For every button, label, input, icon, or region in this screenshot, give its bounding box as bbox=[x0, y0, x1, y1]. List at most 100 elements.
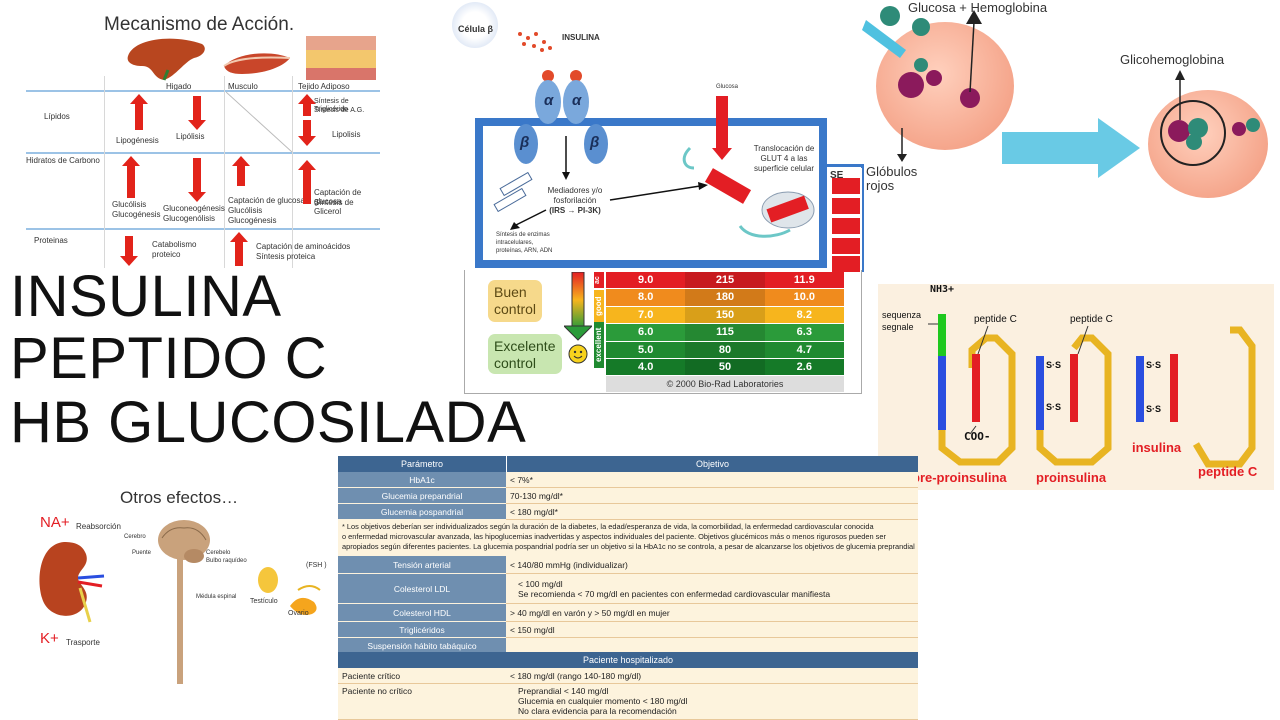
gonads-icon bbox=[258, 567, 321, 615]
transform-arrow-icon bbox=[1002, 118, 1140, 178]
title-line-peptido: PEPTIDO C bbox=[10, 326, 328, 391]
no-critico-value-1: Preprandial < 140 mg/dl bbox=[518, 686, 609, 696]
cell-proteico: proteico bbox=[152, 250, 181, 259]
cell-glucolisis-m: Glucólisis bbox=[228, 206, 263, 215]
row-label: HbA1c bbox=[338, 472, 506, 488]
cerebro-label: Cerebro bbox=[124, 534, 146, 540]
cell-membrane-box bbox=[475, 118, 827, 268]
row-label: Paciente no crítico bbox=[338, 684, 506, 720]
table-row: Triglicéridos < 150 mg/dl bbox=[338, 622, 918, 638]
table-cell: 6.3 bbox=[796, 326, 812, 339]
mecanismo-panel: Higado Musculo Tejido Adiposo Lípidos Hi… bbox=[26, 32, 380, 268]
peptide-c-label-1: peptide C bbox=[974, 314, 1017, 325]
table-cell: 180 bbox=[685, 289, 765, 306]
table-cell: 2.6 bbox=[796, 360, 812, 373]
grid-line bbox=[292, 76, 293, 268]
hemoglobin-ball-icon bbox=[1168, 120, 1190, 142]
sintesis-label-3: proteínas, ARN, ADN bbox=[496, 248, 553, 254]
table-row: Paciente no crítico Preprandial < 140 mg… bbox=[338, 684, 918, 720]
ldl-value-1: < 100 mg/dl bbox=[518, 578, 563, 589]
gradient-arrow-icon bbox=[564, 272, 592, 364]
red-grid-fragment bbox=[830, 168, 862, 272]
footnote-line: * Los objetivos deberían ser individuali… bbox=[342, 522, 874, 531]
hemoglobin-ball-icon bbox=[1232, 122, 1246, 136]
table-row: HbA1c < 7%* bbox=[338, 472, 918, 488]
cell-captacion-a: Captación de glucosa bbox=[314, 188, 362, 207]
table-cell: 4.7 bbox=[796, 343, 812, 356]
otros-title: Otros efectos… bbox=[120, 488, 239, 507]
glucose-ball-icon bbox=[912, 18, 930, 36]
hemoglobin-ball-icon bbox=[898, 72, 924, 98]
testiculo-label: Testículo bbox=[250, 598, 278, 605]
cell-captacion-aa: Captación de aminoácidos bbox=[256, 242, 351, 251]
insulina-label-red: insulina bbox=[1132, 440, 1182, 455]
sintesis-label-1: Síntesis de enzimas bbox=[496, 232, 550, 238]
bulbo-label: Bulbo raquídeo bbox=[206, 558, 247, 564]
sequenza-label-2: segnale bbox=[882, 322, 914, 332]
footnote: * Los objetivos deberían ser individuali… bbox=[342, 522, 916, 552]
glucosa-label: Glucosa bbox=[716, 84, 739, 90]
excelente-control-label: control bbox=[494, 355, 537, 371]
alpha-label-2: α bbox=[572, 92, 582, 109]
pre-proinsulina-label: pre-proinsulina bbox=[912, 470, 1007, 485]
beta-cell-circle bbox=[452, 2, 498, 48]
mediadores-label: Mediadores y/o bbox=[547, 186, 603, 195]
ss-bond-label: S·S bbox=[1046, 360, 1062, 370]
table-cell: 10.0 bbox=[793, 291, 816, 304]
table-row: Colesterol LDL < 100 mg/dl Se recomienda… bbox=[338, 574, 918, 604]
objectives-table: Parámetro Objetivo HbA1c < 7%* Glucemia … bbox=[338, 456, 918, 720]
glucosa-hemoglobina-label: Glucosa + Hemoglobina bbox=[908, 0, 1048, 15]
brain-spine-icon bbox=[158, 520, 210, 684]
table-row: Colesterol HDL > 40 mg/dl en varón y > 5… bbox=[338, 604, 918, 622]
fosforilacion-label: fosforilación bbox=[553, 196, 597, 205]
buen-label: Buen bbox=[494, 284, 527, 300]
row-label: Glucemia pospandrial bbox=[338, 504, 506, 520]
col-tejido: Tejido Adiposo bbox=[298, 82, 350, 91]
mecanismo-title: Mecanismo de Acción. bbox=[104, 14, 295, 35]
table-cell: 11.9 bbox=[793, 274, 815, 286]
header-parametro: Parámetro bbox=[400, 459, 444, 469]
cell-sintesis-proteica: Síntesis proteica bbox=[256, 252, 316, 261]
table-cell: 4.0 bbox=[638, 360, 654, 373]
up-arrow-icon bbox=[298, 94, 316, 116]
no-critico-value-2: Glucemia en cualquier momento < 180 mg/d… bbox=[518, 696, 688, 706]
beta-label-1: β bbox=[520, 134, 530, 151]
grid-line bbox=[26, 90, 380, 92]
row-value: < 7%* bbox=[506, 472, 918, 488]
grid-line bbox=[26, 152, 380, 154]
title-line-hb: HB GLUCOSILADA bbox=[10, 390, 527, 455]
excelente-label: Excelente bbox=[494, 338, 556, 354]
ss-bond-label: S·S bbox=[1046, 402, 1062, 412]
puente-label: Puente bbox=[132, 550, 152, 556]
col-musculo: Musculo bbox=[228, 82, 258, 91]
row-hidratos: Hidratos de Carbono bbox=[26, 156, 100, 165]
table-cell: 50 bbox=[685, 358, 765, 376]
glucose-ball-icon bbox=[1246, 118, 1260, 132]
side-label-excellent: excellent bbox=[594, 322, 604, 368]
translocacion-1: Translocación de bbox=[753, 144, 815, 153]
excelente-control-box: Excelente control bbox=[488, 334, 562, 374]
peptide-c-label-2: peptide C bbox=[1070, 314, 1113, 325]
table-cell: 8.2 bbox=[796, 308, 812, 321]
cell-lipogenesis: Lipogénesis bbox=[116, 136, 159, 145]
table-row: Suspensión hábito tabáquico bbox=[338, 638, 918, 654]
table-row: Glucemia prepandrial 70-130 mg/dl* bbox=[338, 488, 918, 504]
table-cell: 6.0 bbox=[638, 326, 654, 339]
down-arrow-icon bbox=[188, 96, 206, 130]
glucose-ball-icon bbox=[1186, 134, 1202, 150]
cell-gluconeogenesis: Gluconeogénesis bbox=[163, 204, 225, 213]
diagonal-line bbox=[226, 92, 292, 152]
side-label-good: good bbox=[594, 290, 604, 322]
header-objetivo: Objetivo bbox=[506, 456, 918, 472]
table-cell: 115 bbox=[685, 324, 765, 341]
hemoglobin-ball-icon bbox=[926, 70, 942, 86]
k-label: K+ bbox=[40, 630, 59, 647]
table-cell: 5.0 bbox=[638, 343, 654, 356]
copyright: © 2000 Bio-Rad Laboratories bbox=[606, 376, 844, 393]
ldl-value-2: Se recomienda < 70 mg/dl en pacientes co… bbox=[518, 588, 831, 599]
down-arrow-icon bbox=[188, 158, 206, 202]
medula-label: Médula espinal bbox=[196, 594, 237, 600]
